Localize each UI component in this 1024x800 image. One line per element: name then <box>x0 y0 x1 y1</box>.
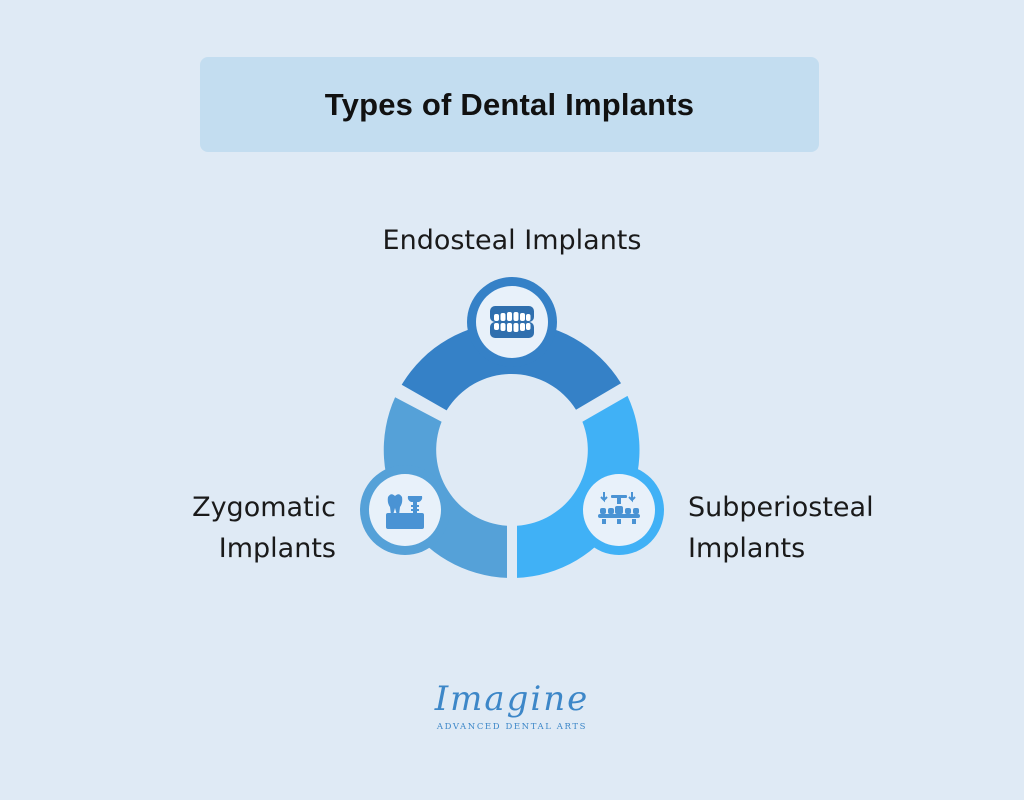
label-subperiosteal: Subperiosteal Implants <box>688 492 874 564</box>
endosteal-icon-badge <box>467 277 557 367</box>
title-banner: Types of Dental Implants <box>200 57 819 152</box>
label-zygomatic: Zygomatic Implants <box>192 492 336 564</box>
brand-logo: Imagine ADVANCED DENTAL ARTS <box>412 680 612 732</box>
tooth-implant-icon <box>386 494 424 529</box>
dentures-icon <box>490 306 534 338</box>
label-endosteal: Endosteal Implants <box>382 225 642 256</box>
logo-subtitle: ADVANCED DENTAL ARTS <box>436 722 588 732</box>
page-title: Types of Dental Implants <box>324 86 695 122</box>
subperiosteal-icon-badge <box>574 465 664 555</box>
logo-script-text: Imagine <box>434 679 590 719</box>
zygomatic-icon-badge <box>360 465 450 555</box>
subperiosteal-implant-icon <box>598 492 640 524</box>
